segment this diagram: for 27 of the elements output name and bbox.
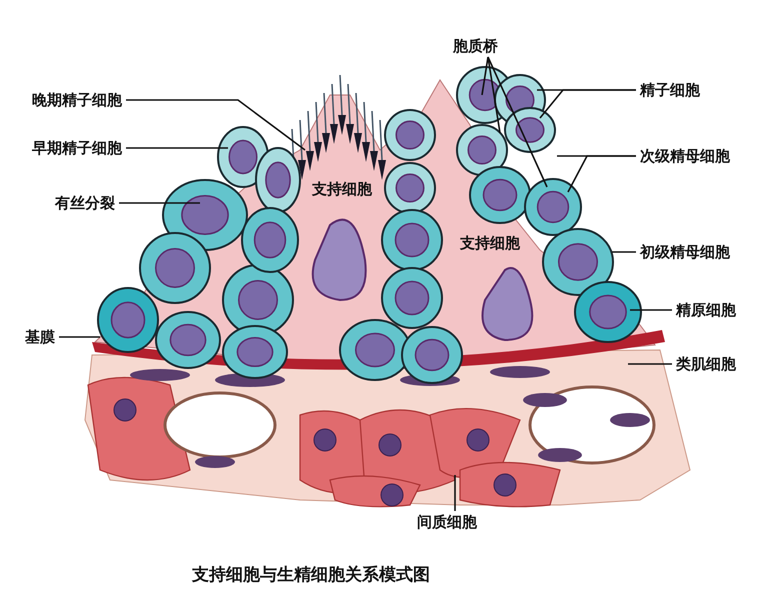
cell-label: 精子细胞 (640, 81, 700, 99)
sertoli-cell-label: 支持细胞 (312, 180, 372, 198)
leader-line (126, 99, 306, 151)
leader-line (487, 56, 548, 188)
cell-label: 精原细胞 (676, 301, 736, 319)
leader-line (539, 89, 636, 118)
cell-label: 基膜 (25, 328, 55, 346)
leader-line (59, 336, 100, 338)
cell-label: 有丝分裂 (55, 194, 115, 212)
leader-line (119, 202, 200, 204)
leader-line (487, 56, 501, 134)
cell-label: 早期精子细胞 (32, 139, 122, 157)
cell-label: 类肌细胞 (676, 355, 736, 373)
cell-label: 胞质桥 (453, 37, 498, 55)
leader-line (628, 363, 672, 365)
cell-label: 次级精母细胞 (640, 147, 730, 165)
sertoli-cell-label: 支持细胞 (460, 234, 520, 252)
leader-line (630, 309, 672, 311)
figure-caption: 支持细胞与生精细胞关系模式图 (192, 566, 430, 584)
leader-line (126, 147, 228, 149)
cell-label: 晚期精子细胞 (32, 91, 122, 109)
leader-line (481, 56, 489, 96)
leader-line (454, 475, 456, 511)
cell-label: 间质细胞 (417, 513, 477, 531)
cell-label: 初级精母细胞 (640, 243, 730, 261)
leader-line (612, 251, 636, 253)
leader-line (567, 155, 636, 192)
